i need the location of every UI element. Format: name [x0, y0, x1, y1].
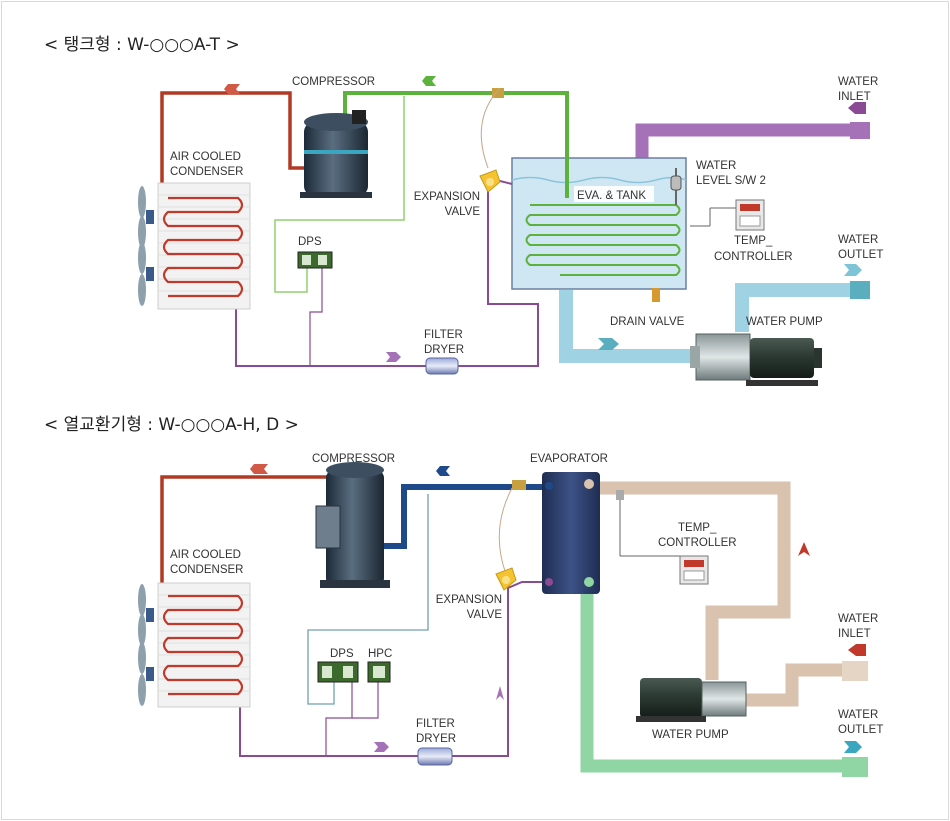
diagram2-labels: COMPRESSOR EVAPORATOR AIR COOLED CONDENS…	[170, 453, 883, 745]
condenser-label-1: AIR COOLED	[170, 151, 241, 163]
evaporator-label: EVAPORATOR	[530, 453, 608, 465]
suction-arrow-icon	[422, 76, 436, 86]
temp-controller-1	[690, 199, 765, 231]
dps2-label: DPS	[330, 648, 354, 660]
liquid-arrow-icon	[386, 352, 401, 362]
flow-arrow-icon	[598, 338, 619, 350]
water-outlet-label-1: WATER	[838, 234, 878, 246]
hotgas-arrow-icon	[250, 464, 268, 474]
filter2-label-1: FILTER	[416, 718, 455, 730]
hotgas-arrow-icon	[224, 84, 240, 94]
fan-icon	[138, 186, 154, 306]
water-outlet-label-2: OUTLET	[838, 249, 883, 261]
hpc-switch	[367, 661, 391, 683]
liquid-arrow-icon	[374, 742, 389, 752]
drain-valve-label: DRAIN VALVE	[610, 316, 685, 328]
refrigerant-lines-2	[160, 464, 546, 757]
dps-switch-2	[317, 661, 359, 683]
filter-dryer-1	[425, 357, 459, 375]
expansion2-label-1: EXPANSION	[436, 594, 502, 606]
dps-label: DPS	[298, 236, 322, 248]
diagram1-labels: COMPRESSOR AIR COOLED CONDENSER EXPANSIO…	[170, 76, 883, 356]
outlet-arrow-icon	[844, 741, 862, 753]
temp2-label-2: CONTROLLER	[658, 537, 737, 549]
air-cooled-condenser-2	[138, 582, 251, 708]
filter-label-1: FILTER	[424, 329, 463, 341]
diagram-tank-type: < 탱크형 : W-○○○A-T >	[44, 35, 883, 386]
suction-arrow-icon	[436, 466, 450, 476]
water-inlet-label-2: INLET	[838, 91, 871, 103]
condenser2-label-2: CONDENSER	[170, 564, 243, 576]
expansion-valve-1	[479, 169, 501, 193]
compressor-label-2: COMPRESSOR	[312, 453, 395, 465]
hpc-label: HPC	[368, 648, 392, 660]
fan-icon	[138, 584, 154, 706]
water-level-label-2: LEVEL S/W 2	[696, 175, 766, 187]
expansion-label-2: VALVE	[445, 206, 481, 218]
condenser-label-2: CONDENSER	[170, 166, 243, 178]
inlet-arrow-icon	[848, 644, 866, 656]
outlet-arrow-icon	[844, 264, 862, 276]
eva-tank-label: EVA. & TANK	[577, 190, 646, 202]
inlet-arrow-icon	[848, 102, 866, 114]
water-pump2-label: WATER PUMP	[652, 729, 729, 741]
compressor-label: COMPRESSOR	[292, 76, 375, 88]
compressor-2	[315, 462, 390, 588]
dps-switch-1	[297, 251, 333, 269]
water-level-switch	[670, 168, 682, 205]
filter-label-2: DRYER	[424, 344, 464, 356]
water-pump-1	[690, 333, 822, 386]
drain-valve	[652, 288, 660, 302]
water-outlet2-label-1: WATER	[838, 709, 878, 721]
expansion-valve-2	[495, 567, 517, 591]
filter-dryer-2	[417, 747, 453, 766]
diagram-heat-exchanger-type: < 열교환기형 : W-○○○A-H, D >	[44, 415, 883, 777]
compressor-1	[300, 110, 372, 198]
diagram2-title: < 열교환기형 : W-○○○A-H, D >	[44, 415, 299, 435]
water-inlet2-label-1: WATER	[838, 613, 878, 625]
water-inlet2-label-2: INLET	[838, 628, 871, 640]
water-level-label-1: WATER	[696, 160, 736, 172]
temp-controller-2	[616, 490, 709, 585]
temp-label-2: CONTROLLER	[714, 251, 793, 263]
temp2-label-1: TEMP_	[678, 522, 717, 534]
air-cooled-condenser-1	[138, 182, 251, 310]
condenser2-label-1: AIR COOLED	[170, 549, 241, 561]
return-arrow-icon	[798, 542, 810, 556]
diagram1-title: < 탱크형 : W-○○○A-T >	[44, 35, 240, 55]
water-inlet-label-1: WATER	[838, 76, 878, 88]
eva-tank	[511, 157, 687, 290]
filter2-label-2: DRYER	[416, 733, 456, 745]
water-outlet-pipe-1	[559, 264, 870, 363]
temp-label-1: TEMP_	[734, 235, 773, 247]
evaporator	[542, 472, 600, 594]
water-pump-2	[636, 678, 747, 722]
water-pump-label: WATER PUMP	[746, 316, 823, 328]
water-outlet2-label-2: OUTLET	[838, 724, 883, 736]
water-circuit-2	[580, 481, 868, 777]
expansion-label-1: EXPANSION	[414, 191, 480, 203]
expansion2-label-2: VALVE	[467, 609, 503, 621]
liquid-up-arrow-icon	[496, 686, 504, 700]
